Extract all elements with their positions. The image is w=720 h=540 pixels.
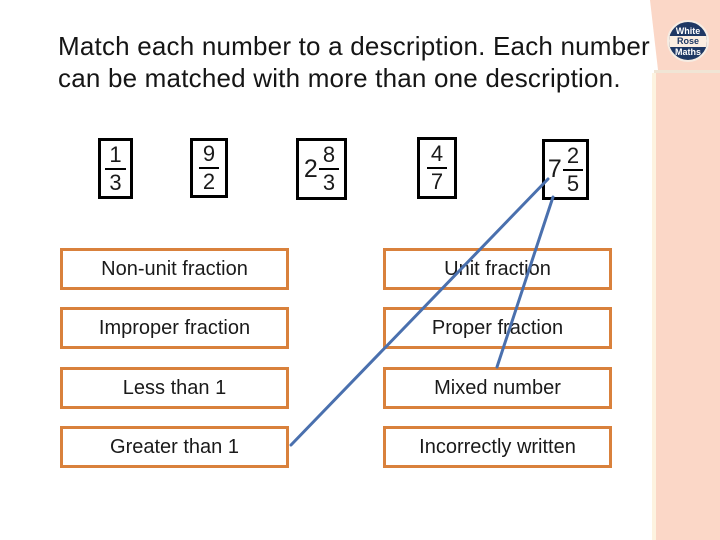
description-box-proper-fraction[interactable]: Proper fraction (383, 307, 612, 349)
description-label: Greater than 1 (110, 435, 239, 458)
white-rose-maths-logo: White Rose Maths (667, 20, 709, 62)
instruction-sentence-2: Each number can be matched with more tha… (58, 31, 650, 93)
denominator: 3 (318, 168, 340, 194)
description-label: Proper fraction (431, 316, 564, 339)
fraction-4-7: 4 7 (426, 141, 448, 193)
description-box-greater-than-1[interactable]: Greater than 1 (60, 426, 289, 468)
numerator: 2 (566, 142, 580, 168)
logo-text-white: White (675, 25, 701, 36)
description-box-non-unit-fraction[interactable]: Non-unit fraction (60, 248, 289, 290)
whole-number: 2 (303, 154, 318, 183)
fraction-2-5: 2 5 (562, 142, 584, 195)
description-box-improper-fraction[interactable]: Improper fraction (60, 307, 289, 349)
fraction-9-2: 9 2 (198, 141, 220, 193)
description-label: Incorrectly written (419, 435, 576, 458)
whole-number: 7 (547, 155, 562, 183)
fraction-1-3: 1 3 (105, 141, 126, 194)
instruction-text: Match each number to a description. Each… (58, 30, 658, 94)
fraction-card-2-8-3[interactable]: 2 8 3 (296, 138, 347, 200)
description-label: Unit fraction (444, 257, 551, 280)
description-label: Less than 1 (122, 376, 227, 399)
denominator: 7 (426, 167, 448, 193)
numerator: 8 (322, 142, 336, 167)
logo-text-rose: Rose (669, 35, 707, 47)
description-label: Improper fraction (98, 316, 251, 339)
description-box-unit-fraction[interactable]: Unit fraction (383, 248, 612, 290)
sidebar-strip (652, 73, 720, 540)
description-box-mixed-number[interactable]: Mixed number (383, 367, 612, 409)
denominator: 3 (105, 167, 126, 194)
fraction-card-1-3[interactable]: 1 3 (98, 138, 133, 199)
description-box-less-than-1[interactable]: Less than 1 (60, 367, 289, 409)
sidebar-seam-divider (654, 70, 720, 73)
denominator: 2 (198, 167, 220, 193)
description-label: Non-unit fraction (101, 257, 248, 280)
fraction-card-9-2[interactable]: 9 2 (190, 138, 228, 198)
fraction-card-7-2-5[interactable]: 7 2 5 (542, 139, 589, 200)
fraction-8-3: 8 3 (318, 142, 340, 194)
description-box-incorrectly-written[interactable]: Incorrectly written (383, 426, 612, 468)
logo-text-maths: Maths (674, 46, 701, 57)
numerator: 1 (109, 141, 122, 167)
numerator: 9 (202, 141, 216, 166)
instruction-sentence-1: Match each number to a description. (58, 31, 486, 61)
description-label: Mixed number (434, 376, 561, 399)
fraction-card-4-7[interactable]: 4 7 (417, 137, 457, 199)
numerator: 4 (430, 141, 444, 166)
denominator: 5 (562, 168, 584, 195)
